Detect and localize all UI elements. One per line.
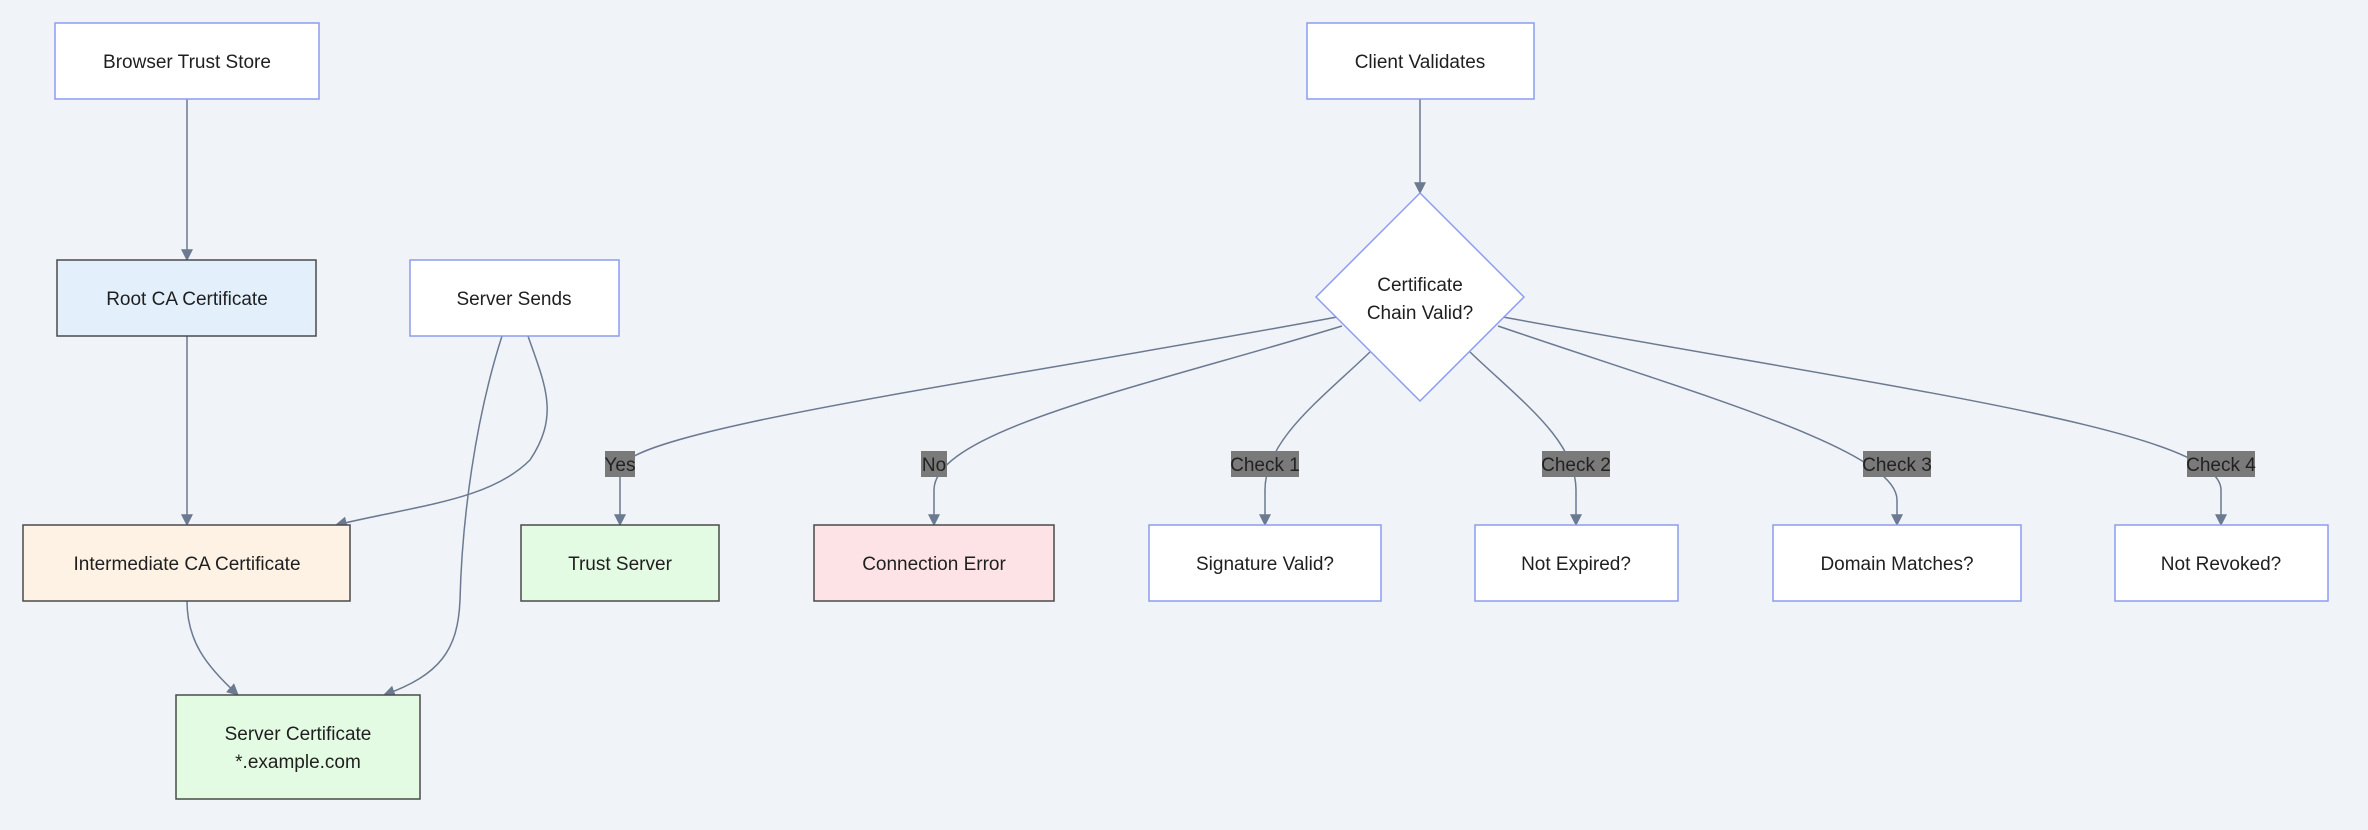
edge-chain-valid-to-trust-server xyxy=(614,316,1338,527)
node-not-expired: Not Expired? xyxy=(1474,524,1679,602)
edge-labels: Yes No Check 1 Check 2 Check 3 Check 4 xyxy=(605,451,2256,477)
node-signature-valid-label: Signature Valid? xyxy=(1196,554,1334,575)
node-not-revoked-label: Not Revoked? xyxy=(2161,554,2281,575)
node-root-ca-certificate: Root CA Certificate xyxy=(56,259,317,337)
node-server-certificate-line1: Server Certificate xyxy=(225,724,372,745)
node-signature-valid: Signature Valid? xyxy=(1148,524,1382,602)
edge-label-yes: Yes xyxy=(605,451,636,477)
node-certificate-chain-valid-line2: Chain Valid? xyxy=(1367,303,1473,324)
edges xyxy=(181,99,2227,698)
node-root-ca-certificate-label: Root CA Certificate xyxy=(106,289,268,310)
node-server-certificate: Server Certificate *.example.com xyxy=(175,694,421,800)
edge-chain-valid-to-connection-error xyxy=(928,325,1343,527)
node-not-expired-label: Not Expired? xyxy=(1521,554,1631,575)
node-not-revoked: Not Revoked? xyxy=(2114,524,2329,602)
node-client-validates-label: Client Validates xyxy=(1355,52,1486,73)
node-intermediate-ca-certificate: Intermediate CA Certificate xyxy=(22,524,351,602)
edge-label-check1: Check 1 xyxy=(1230,451,1300,477)
node-server-sends-label: Server Sends xyxy=(456,289,571,310)
node-certificate-chain-valid-line1: Certificate xyxy=(1377,275,1463,296)
node-connection-error: Connection Error xyxy=(813,524,1055,602)
node-domain-matches: Domain Matches? xyxy=(1772,524,2022,602)
edge-label-yes-text: Yes xyxy=(605,455,636,476)
edge-server-sends-to-server-cert xyxy=(382,335,503,698)
node-browser-trust-store-label: Browser Trust Store xyxy=(103,52,271,73)
edge-intermediate-ca-to-server-cert xyxy=(186,600,239,696)
edge-chain-valid-to-not-revoked xyxy=(1502,316,2227,527)
edge-chain-valid-to-signature-valid xyxy=(1259,351,1371,527)
edge-label-check4: Check 4 xyxy=(2186,451,2256,477)
edge-label-check4-text: Check 4 xyxy=(2186,455,2256,476)
edge-chain-valid-to-domain-matches xyxy=(1497,325,1903,527)
edge-server-sends-to-intermediate-ca xyxy=(334,335,548,529)
edge-label-check1-text: Check 1 xyxy=(1230,455,1300,476)
node-server-certificate-line2: *.example.com xyxy=(235,752,361,773)
edge-label-no-text: No xyxy=(922,455,946,476)
node-trust-server-label: Trust Server xyxy=(568,554,672,575)
edge-label-check3-text: Check 3 xyxy=(1862,455,1932,476)
edge-label-no: No xyxy=(921,451,947,477)
edge-label-check2: Check 2 xyxy=(1541,451,1611,477)
node-server-sends: Server Sends xyxy=(409,259,620,337)
node-browser-trust-store: Browser Trust Store xyxy=(54,22,320,100)
node-certificate-chain-valid: Certificate Chain Valid? xyxy=(1314,191,1526,403)
edge-label-check3: Check 3 xyxy=(1862,451,1932,477)
node-intermediate-ca-certificate-label: Intermediate CA Certificate xyxy=(73,554,300,575)
node-domain-matches-label: Domain Matches? xyxy=(1820,554,1973,575)
edge-label-check2-text: Check 2 xyxy=(1541,455,1611,476)
edge-chain-valid-to-not-expired xyxy=(1469,351,1582,527)
node-trust-server: Trust Server xyxy=(520,524,720,602)
node-connection-error-label: Connection Error xyxy=(862,554,1006,575)
node-client-validates: Client Validates xyxy=(1306,22,1535,100)
